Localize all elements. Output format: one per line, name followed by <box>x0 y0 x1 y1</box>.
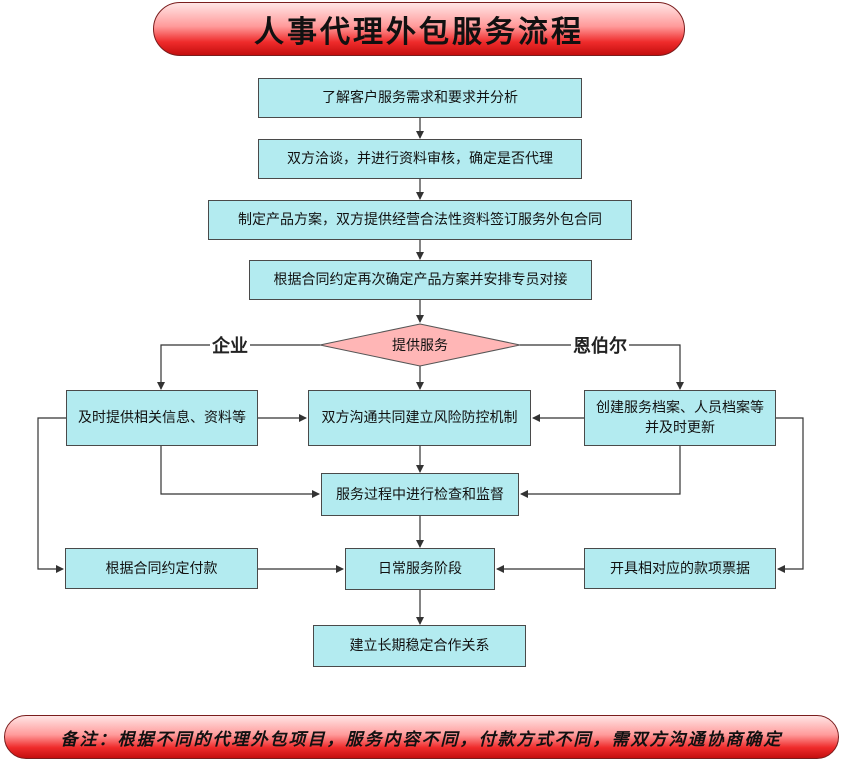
arrow-left1-center2 <box>160 446 320 498</box>
step-daily-service: 日常服务阶段 <box>345 548 495 590</box>
label-enterprise: 企业 <box>210 332 250 358</box>
arrow-right1-center2 <box>520 446 681 498</box>
step-payment: 根据合同约定付款 <box>65 548 258 589</box>
step-risk-control: 双方沟通共同建立风险防控机制 <box>308 390 531 446</box>
arrow-right1-right2 <box>776 417 804 573</box>
title-banner: 人事代理外包服务流程 <box>153 2 685 56</box>
decision-label: 提供服务 <box>392 338 448 354</box>
decision-diamond <box>319 323 521 367</box>
note-banner: 备注：根据不同的代理外包项目，服务内容不同，付款方式不同，需双方沟通协商确定 <box>4 715 839 759</box>
step-plan-contract: 制定产品方案，双方提供经营合法性资料签订服务外包合同 <box>208 200 632 240</box>
arrow-left1-left2 <box>37 417 66 573</box>
step-create-archives: 创建服务档案、人员档案等并及时更新 <box>584 390 776 446</box>
step-understand-needs: 了解客户服务需求和要求并分析 <box>258 78 582 118</box>
step-inspection: 服务过程中进行检查和监督 <box>321 473 519 516</box>
step-negotiate: 双方洽谈，并进行资料审核，确定是否代理 <box>258 139 582 179</box>
step-confirm-plan: 根据合同约定再次确定产品方案并安排专员对接 <box>249 260 592 300</box>
note-text: 备注：根据不同的代理外包项目，服务内容不同，付款方式不同，需双方沟通协商确定 <box>60 729 783 750</box>
label-enboer: 恩伯尔 <box>571 332 629 358</box>
arrow-decision-left <box>157 344 320 390</box>
step-provide-info: 及时提供相关信息、资料等 <box>66 390 258 446</box>
page-title: 人事代理外包服务流程 <box>254 15 584 50</box>
step-long-term: 建立长期稳定合作关系 <box>313 625 526 667</box>
step-invoice: 开具相对应的款项票据 <box>584 548 776 589</box>
